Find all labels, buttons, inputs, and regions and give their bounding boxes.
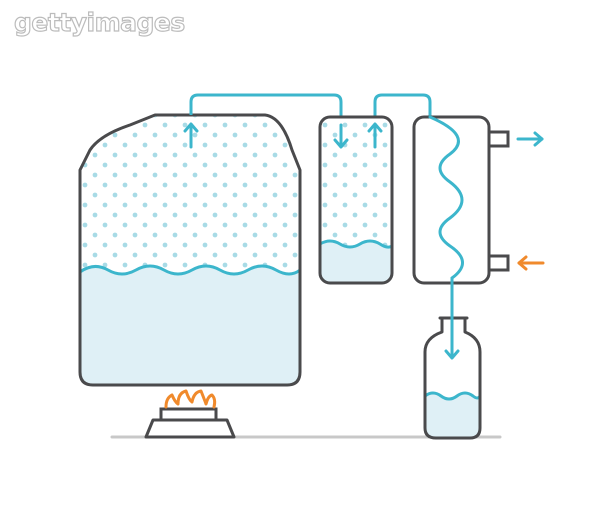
boiler-liquid [80, 266, 300, 385]
column-liquid-wave [320, 239, 392, 249]
boiler-liquid-wave [80, 264, 300, 276]
watermark-logo: gettyimages [13, 7, 185, 37]
fractionating-column [318, 115, 394, 285]
burner-base [144, 418, 236, 439]
arrow-icon-flask-down [444, 298, 460, 360]
pipe-column-to-condenser [373, 93, 432, 117]
burner-head [159, 407, 218, 422]
pipe-boiler-to-column [189, 93, 343, 117]
arrow-icon-coolant-out [516, 131, 544, 147]
boiler-tank [78, 113, 302, 387]
arrow-icon-column-down [333, 123, 349, 149]
flask-liquid [425, 393, 480, 438]
arrow-icon-boiler-up [183, 122, 199, 149]
condenser-coil [428, 115, 464, 302]
arrow-icon-column-up [367, 122, 383, 149]
condenser-outline [412, 115, 491, 285]
vapor-pipes [189, 93, 432, 117]
coolant-inlet-port [489, 254, 510, 272]
flame-icon [164, 389, 217, 409]
column-vapor [320, 117, 392, 247]
gas-burner-icon [144, 389, 236, 439]
arrow-icon-coolant-in [517, 255, 545, 271]
coolant-outlet-port [489, 130, 510, 148]
boiler-outline [78, 113, 302, 387]
column-outline [318, 115, 394, 285]
flask-liquid-wave [425, 391, 480, 401]
condenser [412, 115, 510, 302]
column-liquid [320, 241, 392, 283]
